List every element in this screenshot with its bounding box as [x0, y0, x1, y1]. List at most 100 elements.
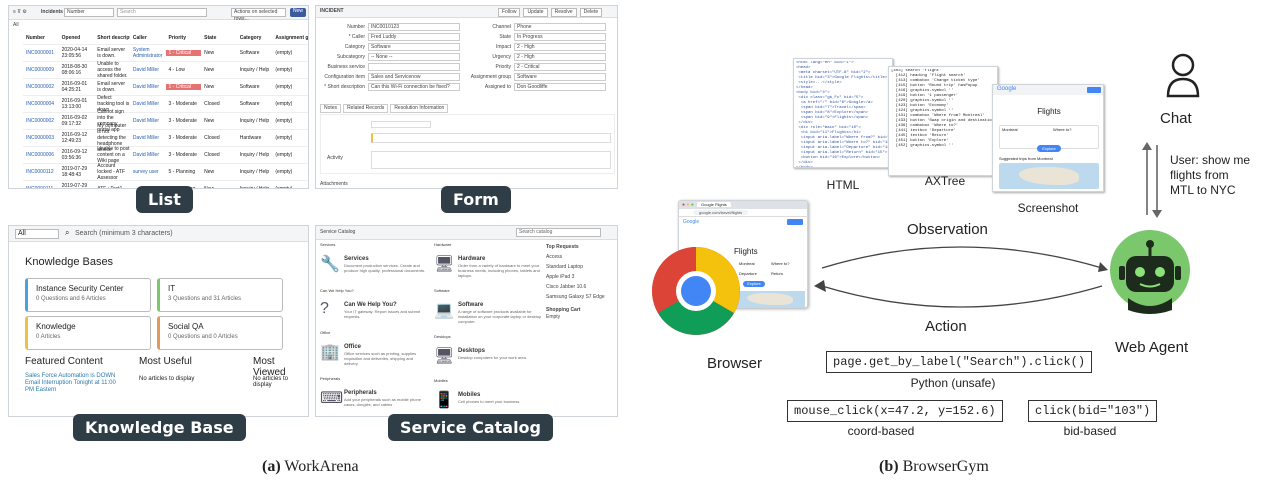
table-cell[interactable]: survey user [132, 169, 159, 175]
kb-filter-select[interactable]: All [15, 229, 59, 239]
hamburger-icon[interactable]: ≡ ⊽ ⚙ [13, 9, 27, 15]
column-header[interactable]: Caller [132, 34, 147, 41]
search-icon: ⌕ [65, 228, 70, 237]
catalog-item-title[interactable]: Peripherals [344, 390, 377, 396]
browser-return[interactable]: Return [771, 271, 784, 276]
column-header[interactable]: Short description [97, 34, 130, 41]
browser-explore-button[interactable]: Explore [743, 281, 765, 287]
field-input[interactable] [368, 63, 460, 71]
table-cell[interactable]: David Miller [132, 152, 159, 158]
list-search-input[interactable]: Search [117, 8, 207, 17]
table-cell[interactable]: INC0000002 [26, 84, 55, 90]
robot-icon [1110, 230, 1190, 314]
field-input[interactable]: 2 - Critical [514, 63, 606, 71]
top-request-item[interactable]: Samsung Galaxy S7 Edge [546, 294, 605, 300]
featured-article-link[interactable]: Sales Force Automation is DOWN [25, 373, 116, 379]
table-cell[interactable]: INC0000004 [26, 101, 55, 107]
table-cell[interactable]: INC0000003 [26, 135, 55, 141]
table-cell: (empty) [275, 84, 293, 90]
search-field-select[interactable]: Number [64, 8, 114, 17]
filter-breadcrumb[interactable]: All [13, 22, 19, 28]
top-request-item[interactable]: Access [546, 254, 563, 260]
table-cell[interactable]: INC0000009 [26, 67, 55, 73]
catalog-item-title[interactable]: Software [458, 302, 484, 308]
column-header[interactable]: Assignment group [275, 34, 308, 41]
table-cell[interactable]: INC0000112 [26, 169, 54, 175]
form-tab[interactable]: Notes [320, 104, 342, 113]
field-input[interactable]: Fred Luddy [368, 33, 460, 41]
table-cell[interactable]: David Miller [132, 67, 159, 73]
form-button[interactable]: Delete [579, 8, 603, 17]
field-input[interactable]: 2 - High [514, 53, 606, 61]
catalog-item-title[interactable]: Can We Help You? [344, 302, 397, 308]
field-input[interactable]: Sales and Servicenow [368, 73, 460, 81]
column-header[interactable]: Number [26, 34, 45, 41]
catalog-search-input[interactable]: Search catalog [516, 228, 601, 237]
axtree-label: AXTree [924, 174, 966, 188]
table-cell[interactable]: David Miller [132, 101, 159, 107]
catalog-item-title[interactable]: Services [344, 256, 369, 262]
form-tab[interactable]: Related Records [343, 104, 389, 113]
actions-select[interactable]: Actions on selected rows... [231, 8, 286, 22]
table-cell[interactable]: David Miller [132, 118, 159, 124]
user-icon [1166, 53, 1200, 98]
form-button[interactable]: Resolve [550, 8, 577, 17]
field-input[interactable]: 2 - High [514, 43, 606, 51]
field-input[interactable]: Can this Wi-Fi connection be fixed? [368, 83, 460, 91]
catalog-item-title[interactable]: Office [344, 344, 362, 350]
catalog-item-title[interactable]: Desktops [458, 348, 486, 354]
browser-from[interactable]: Montreal [739, 261, 755, 266]
featured-article-link[interactable]: PM Eastern [25, 387, 57, 393]
field-input[interactable]: Software [368, 43, 460, 51]
browser-tab[interactable]: Google Flights [697, 202, 731, 207]
browser-departure[interactable]: Departure [739, 271, 757, 276]
top-request-item[interactable]: Cisco Jabber 10.6 [546, 284, 587, 290]
column-header[interactable]: Priority [168, 34, 187, 41]
table-cell: Cannot sign into the company portal app [97, 109, 124, 133]
new-button[interactable]: New [290, 8, 306, 17]
field-input[interactable]: Software [514, 73, 606, 81]
table-cell[interactable]: INC0000001 [26, 50, 55, 56]
catalog-item-title[interactable]: Mobiles [458, 392, 481, 398]
browser-to[interactable]: Where to? [771, 261, 790, 266]
field-input[interactable]: -- None -- [368, 53, 460, 61]
address-bar[interactable]: google.com/travel/flights [693, 210, 749, 215]
column-header[interactable]: Opened [61, 34, 81, 41]
table-cell[interactable]: David Miller [132, 135, 159, 141]
field-input[interactable]: INC0010123 [368, 23, 460, 31]
field-label: Category [344, 43, 365, 50]
top-request-item[interactable]: Standard Laptop [546, 264, 583, 270]
table-cell[interactable]: INC0000006 [26, 152, 55, 158]
form-button[interactable]: Update [523, 8, 548, 17]
kb-search-input[interactable]: Search (minimum 3 characters) [75, 230, 173, 237]
form-button[interactable]: Follow [498, 8, 521, 17]
field-input[interactable]: Don Goodliffe [514, 83, 606, 91]
catalog-item-title[interactable]: Hardware [458, 256, 486, 262]
table-cell[interactable]: System Administrator [132, 47, 163, 59]
form-tab[interactable]: Resolution Information [390, 104, 449, 113]
table-cell[interactable]: David Miller [132, 84, 159, 90]
field-input[interactable]: Phone [514, 23, 606, 31]
table-cell[interactable]: INC0000111 [26, 186, 54, 189]
column-header[interactable]: State [204, 34, 217, 41]
column-header[interactable]: Category [239, 34, 262, 41]
top-request-item[interactable]: Apple iPad 3 [546, 274, 575, 280]
featured-article-link[interactable]: Email Interruption Tonight at 11:00 [25, 380, 116, 386]
catalog-item-icon: 🔧 [320, 256, 340, 273]
field-input[interactable]: In Progress [514, 33, 606, 41]
table-cell[interactable]: INC0000002 [26, 118, 55, 124]
kb-screenshot: All ⌕ Search (minimum 3 characters) Know… [8, 225, 309, 417]
